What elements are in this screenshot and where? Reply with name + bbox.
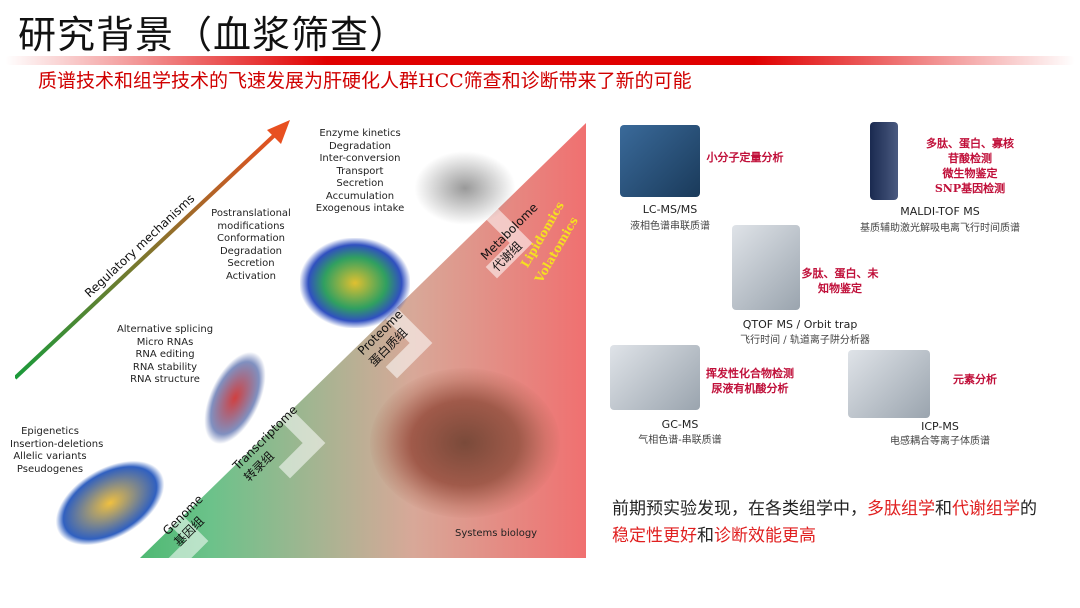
gc-ms-cn: 气相色谱-串联质谱	[638, 435, 722, 446]
icp-ms-name: ICP-MS	[921, 420, 959, 433]
gc-ms-image	[610, 345, 700, 410]
lc-ms-image	[620, 125, 700, 197]
gc-ms-use: 挥发性化合物检测 尿液有机酸分析	[706, 367, 794, 395]
protein-structure-image	[300, 238, 410, 328]
systems-biology-label: Systems biology	[455, 528, 538, 539]
conclusion-part: 前期预实验发现，在各类组学中，	[612, 499, 867, 519]
conclusion-highlight: 稳定性更好	[612, 526, 697, 546]
conclusion-part: 和	[697, 526, 714, 546]
molecule-image	[410, 148, 520, 228]
icp-ms-cn: 电感耦合等离子体质谱	[890, 436, 990, 447]
subtitle: 质谱技术和组学技术的飞速发展为肝硬化人群HCC筛查和诊断带来了新的可能	[38, 70, 692, 92]
gc-ms-name: GC-MS	[661, 418, 699, 431]
proteome-list: Postranslational modifications Conformat…	[211, 208, 291, 282]
maldi-tof-use: 多肽、蛋白、寡核 苷酸检测 微生物鉴定 SNP基因检测	[926, 137, 1014, 195]
conclusion-part: 的	[1020, 499, 1037, 519]
qtof-use: 多肽、蛋白、未 知物鉴定	[801, 267, 879, 295]
metabolome-list: Enzyme kinetics Degradation Inter-conver…	[315, 128, 405, 214]
conclusion-text: 前期预实验发现，在各类组学中，多肽组学和代谢组学的稳定性更好和诊断效能更高	[612, 496, 1052, 550]
lc-ms-use: 小分子定量分析	[706, 151, 784, 164]
regulatory-arrow-icon	[15, 120, 290, 380]
maldi-tof-image	[870, 122, 898, 200]
conclusion-highlight: 多肽组学	[867, 499, 935, 519]
conclusion-highlight: 代谢组学	[952, 499, 1020, 519]
page-title: 研究背景（血浆筛查）	[18, 13, 409, 57]
network-image	[370, 368, 560, 518]
icp-ms-use: 元素分析	[953, 373, 997, 386]
qtof-name: QTOF MS / Orbit trap	[742, 318, 858, 331]
conclusion-part: 和	[935, 499, 952, 519]
maldi-tof-name: MALDI-TOF MS	[900, 205, 980, 218]
omics-figure: Regulatory mechanisms Epigenetics Insert…	[10, 118, 586, 577]
lc-ms-name: LC-MS/MS	[642, 203, 698, 216]
conclusion-highlight: 诊断效能更高	[714, 526, 816, 546]
genome-list: Epigenetics Insertion-deletions Allelic …	[10, 426, 104, 475]
lc-ms-cn: 液相色谱串联质谱	[630, 221, 710, 232]
maldi-tof-cn: 基质辅助激光解吸电离飞行时间质谱	[860, 223, 1020, 234]
icp-ms-image	[848, 350, 930, 418]
qtof-image	[732, 225, 800, 310]
qtof-cn: 飞行时间 / 轨道离子阱分析器	[740, 335, 870, 346]
title-divider	[5, 56, 1075, 65]
transcriptome-list: Alternative splicing Micro RNAs RNA edit…	[116, 324, 214, 385]
